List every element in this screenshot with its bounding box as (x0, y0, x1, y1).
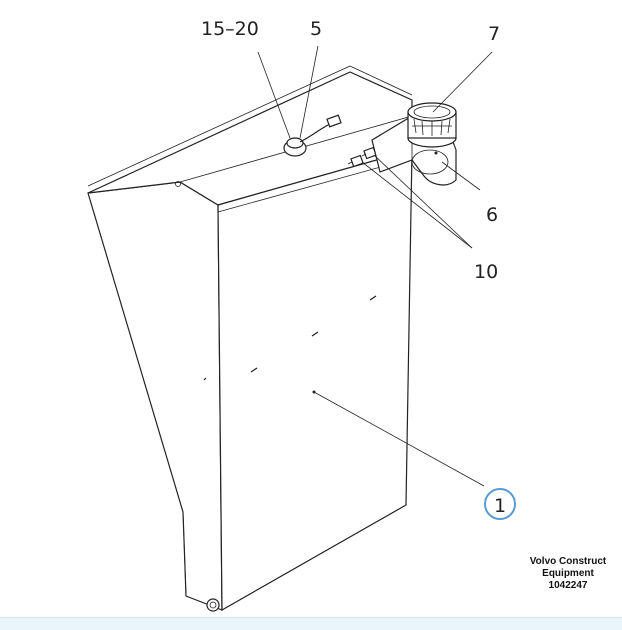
callout-1: 1 (494, 495, 506, 517)
watermark-line-1: Volvo Construct (529, 556, 607, 567)
drain-plug (206, 598, 220, 612)
callout-7: 7 (488, 23, 500, 45)
watermark: Volvo Construct Equipment 1042247 (508, 556, 622, 592)
leader-lines (257, 45, 493, 487)
callout-1-highlight-circle (484, 488, 516, 520)
tank-front-face (203, 149, 413, 612)
watermark-line-3: 1042247 (548, 580, 588, 591)
fittings (347, 146, 377, 168)
bottom-bar (0, 617, 622, 630)
callout-5: 5 (310, 18, 322, 40)
callout-6: 6 (486, 204, 498, 226)
callout-10: 10 (474, 261, 498, 283)
tank-top-plate (87, 65, 413, 212)
filler-cap (407, 102, 457, 148)
level-sensor (283, 114, 342, 157)
watermark-line-2: Equipment (542, 568, 594, 579)
callout-15-20: 15–20 (201, 18, 259, 40)
left-side-panel (87, 181, 223, 611)
